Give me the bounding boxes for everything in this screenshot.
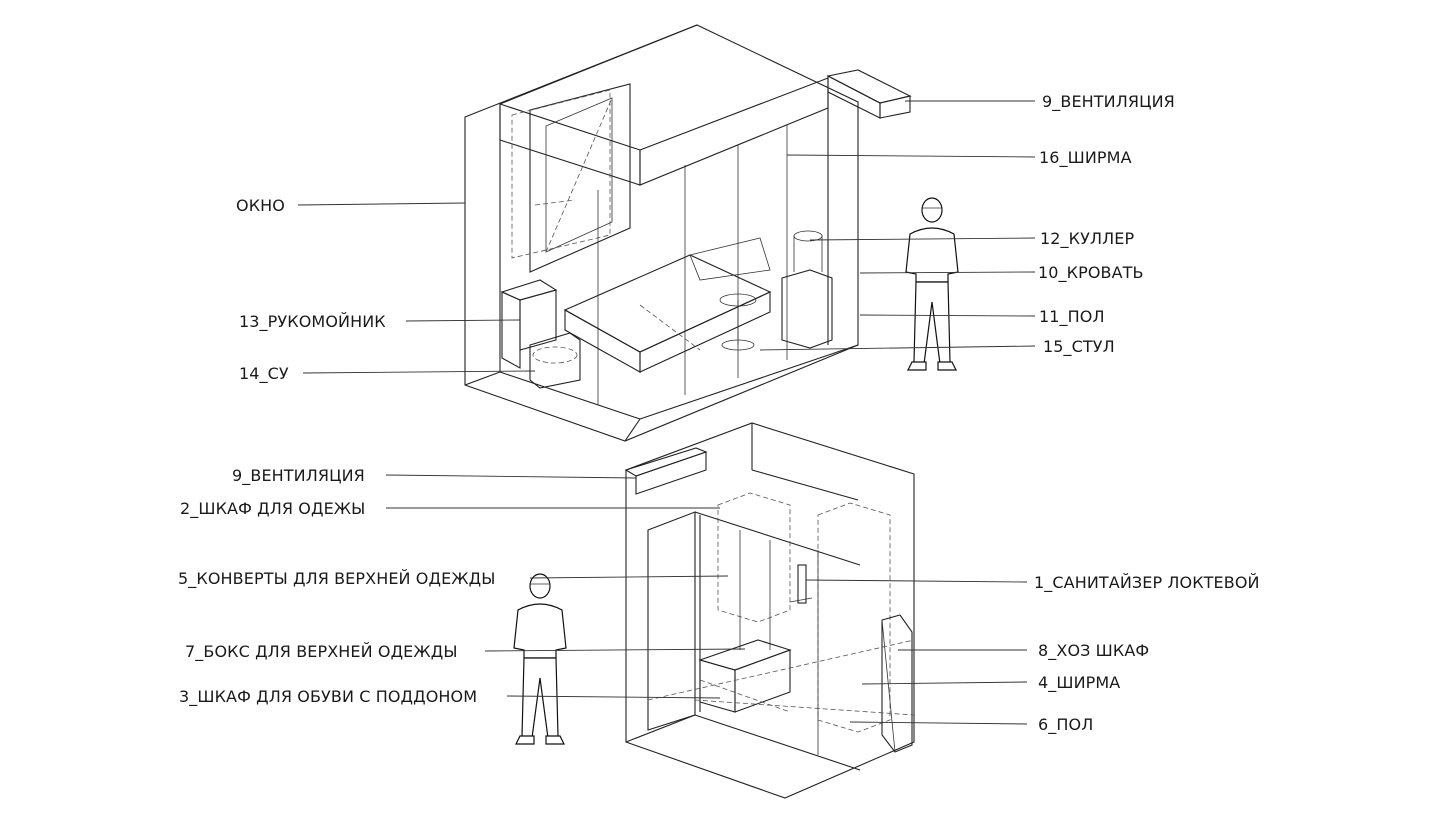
label-outerwear-box: 7_БОКС ДЛЯ ВЕРХНЕЙ ОДЕЖДЫ (185, 642, 458, 661)
leader-outerwear-box (484, 648, 746, 652)
sanitizer-device (797, 564, 807, 604)
toilet-body (529, 332, 581, 389)
leader-washbasin (405, 319, 521, 322)
cooler-body (781, 269, 833, 349)
leader-bed (859, 271, 1036, 274)
wardrobe-dashed (717, 492, 791, 623)
label-toilet: 14_СУ (239, 364, 289, 383)
leader-chair (759, 345, 1036, 351)
leader-floor-top (859, 314, 1036, 317)
bed-top (563, 254, 772, 353)
bottom-vent-top (624, 447, 708, 477)
label-chair: 15_СТУЛ (1043, 337, 1115, 356)
leader-floor-bottom (849, 721, 1028, 725)
leader-cooler (809, 237, 1036, 241)
label-ventilation-bottom: 9_ВЕНТИЛЯЦИЯ (232, 466, 365, 485)
label-envelopes: 5_КОНВЕРТЫ ДЛЯ ВЕРХНЕЙ ОДЕЖДЫ (178, 569, 496, 588)
chair-base (721, 339, 755, 351)
utility-cabinet (881, 614, 913, 753)
leader-shoe-cabinet (506, 695, 721, 699)
human-figure-bottom (513, 573, 567, 745)
pillow (689, 237, 771, 281)
leader-vent-bottom (385, 474, 637, 479)
label-utility-cabinet: 8_ХОЗ ШКАФ (1038, 641, 1150, 660)
label-shoe-cabinet: 3_ШКАФ ДЛЯ ОБУВИ С ПОДДОНОМ (179, 687, 478, 706)
label-screen-bottom: 4_ШИРМА (1038, 673, 1121, 692)
window-frame (529, 83, 631, 273)
bottom-screen-left (647, 511, 696, 731)
leader-lines (297, 100, 1036, 725)
bottom-room (624, 422, 915, 799)
label-window: ОКНО (236, 196, 285, 215)
window-glass (545, 97, 613, 253)
label-cooler: 12_КУЛЛЕР (1040, 229, 1135, 248)
label-ventilation-top: 9_ВЕНТИЛЯЦИЯ (1042, 92, 1175, 111)
label-floor-top: 11_ПОЛ (1039, 307, 1105, 326)
leader-screen-top (786, 154, 1036, 158)
top-room (464, 24, 912, 442)
leader-window (297, 202, 466, 206)
label-washbasin: 13_РУКОМОЙНИК (239, 312, 386, 331)
human-figure-top (905, 197, 959, 371)
label-floor-bottom: 6_ПОЛ (1038, 715, 1094, 734)
leader-envelopes (529, 575, 729, 579)
top-room-outline (464, 24, 859, 442)
leader-toilet (302, 370, 536, 374)
label-screen-top: 16_ШИРМА (1039, 148, 1132, 167)
leader-screen-bottom (861, 681, 1028, 685)
label-sanitizer: 1_САНИТАЙЗЕР ЛОКТЕВОЙ (1034, 573, 1260, 592)
leader-sanitizer (805, 579, 1028, 583)
label-wardrobe: 2_ШКАФ ДЛЯ ОДЕЖЫ (180, 499, 366, 518)
label-bed: 10_КРОВАТЬ (1038, 263, 1144, 282)
